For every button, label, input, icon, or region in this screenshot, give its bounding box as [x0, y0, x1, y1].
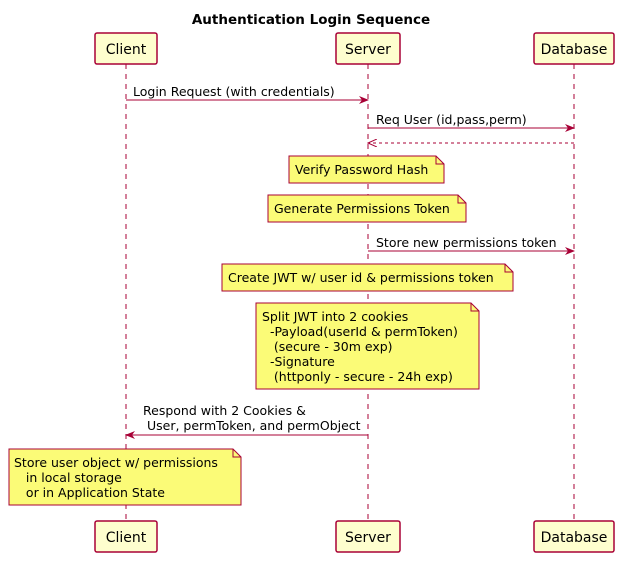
- message-label: User, permToken, and permObject: [143, 418, 361, 433]
- note-line: (secure - 30m exp): [262, 339, 393, 354]
- note-line: (httponly - secure - 24h exp): [262, 369, 453, 384]
- note-line: -Payload(userId & permToken): [262, 324, 458, 339]
- participant-client-top: Client: [94, 32, 158, 65]
- message-login-request: Login Request (with credentials): [126, 84, 369, 104]
- message-req-user: Req User (id,pass,perm): [368, 112, 575, 132]
- note-line: Store user object w/ permissions: [14, 455, 218, 470]
- participant-label: Server: [345, 530, 391, 546]
- message-store-token: Store new permissions token: [368, 235, 575, 255]
- note-text: Create JWT w/ user id & permissions toke…: [228, 270, 494, 285]
- participant-label: Database: [541, 42, 608, 58]
- note-line: Split JWT into 2 cookies: [262, 309, 408, 324]
- note-text: Verify Password Hash: [295, 162, 428, 177]
- note-generate-token: Generate Permissions Token: [267, 194, 467, 223]
- message-label: Login Request (with credentials): [133, 84, 335, 99]
- note-line: or in Application State: [14, 485, 165, 500]
- note-text: Split JWT into 2 cookies -Payload(userId…: [262, 309, 458, 384]
- note-text: Store user object w/ permissions in loca…: [0, 0, 246, 500]
- participant-label: Client: [106, 42, 147, 58]
- message-label: Respond with 2 Cookies &: [143, 403, 306, 418]
- participant-database-top: Database: [533, 32, 615, 65]
- note-line: in local storage: [14, 470, 122, 485]
- participant-server-bottom: Server: [335, 520, 401, 553]
- participant-label: Client: [106, 530, 147, 546]
- note-verify-password: Verify Password Hash: [288, 155, 445, 184]
- note-line: -Signature: [262, 354, 335, 369]
- participant-label: Server: [345, 42, 391, 58]
- note-store-user: Store user object w/ permissions in loca…: [0, 0, 246, 506]
- note-create-jwt: Create JWT w/ user id & permissions toke…: [221, 263, 514, 292]
- participant-server-top: Server: [335, 32, 401, 65]
- note-text: Generate Permissions Token: [274, 201, 450, 216]
- diagram-title: Authentication Login Sequence: [192, 12, 430, 28]
- message-label: Req User (id,pass,perm): [376, 112, 527, 127]
- participant-client-bottom: Client: [94, 520, 158, 553]
- participant-database-bottom: Database: [533, 520, 615, 553]
- note-split-jwt: Split JWT into 2 cookies -Payload(userId…: [255, 302, 480, 390]
- message-label: Store new permissions token: [376, 235, 557, 250]
- participant-label: Database: [541, 530, 608, 546]
- message-respond-cookies: Respond with 2 Cookies & User, permToken…: [125, 403, 368, 439]
